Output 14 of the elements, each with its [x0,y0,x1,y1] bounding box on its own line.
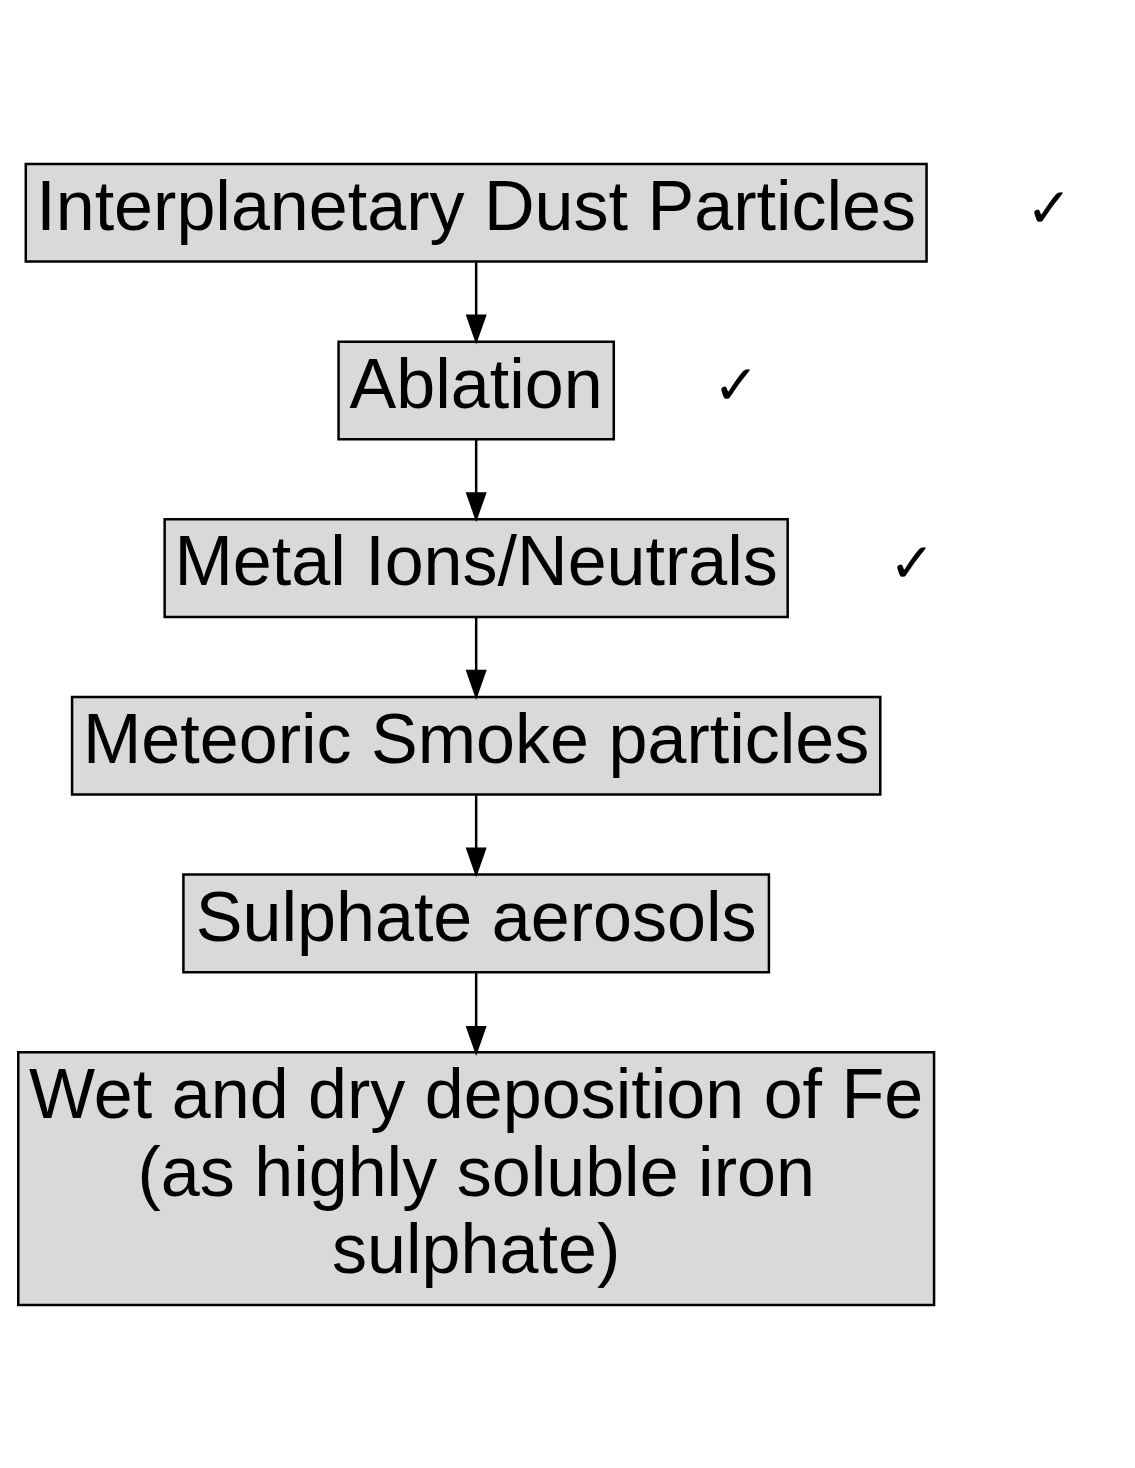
arrow [465,794,487,878]
arrow [465,261,487,345]
arrow [465,617,487,700]
node-box: Wet and dry deposition of Fe (as highly soluble iron sulphate) [17,1050,936,1306]
node-label: ✓ [888,531,935,594]
node-label: ✓ [713,353,760,416]
node-box: Ablation [337,339,616,440]
node-box: Sulphate aerosols [182,872,771,973]
arrow [465,439,487,522]
node-box: Meteoric Smoke particles [70,695,882,796]
node-label: ✓ [1026,176,1073,239]
node-box: Metal Ions/Neutrals [163,517,789,618]
arrow [465,972,487,1056]
node-box: Interplanetary Dust Particles [24,162,928,263]
